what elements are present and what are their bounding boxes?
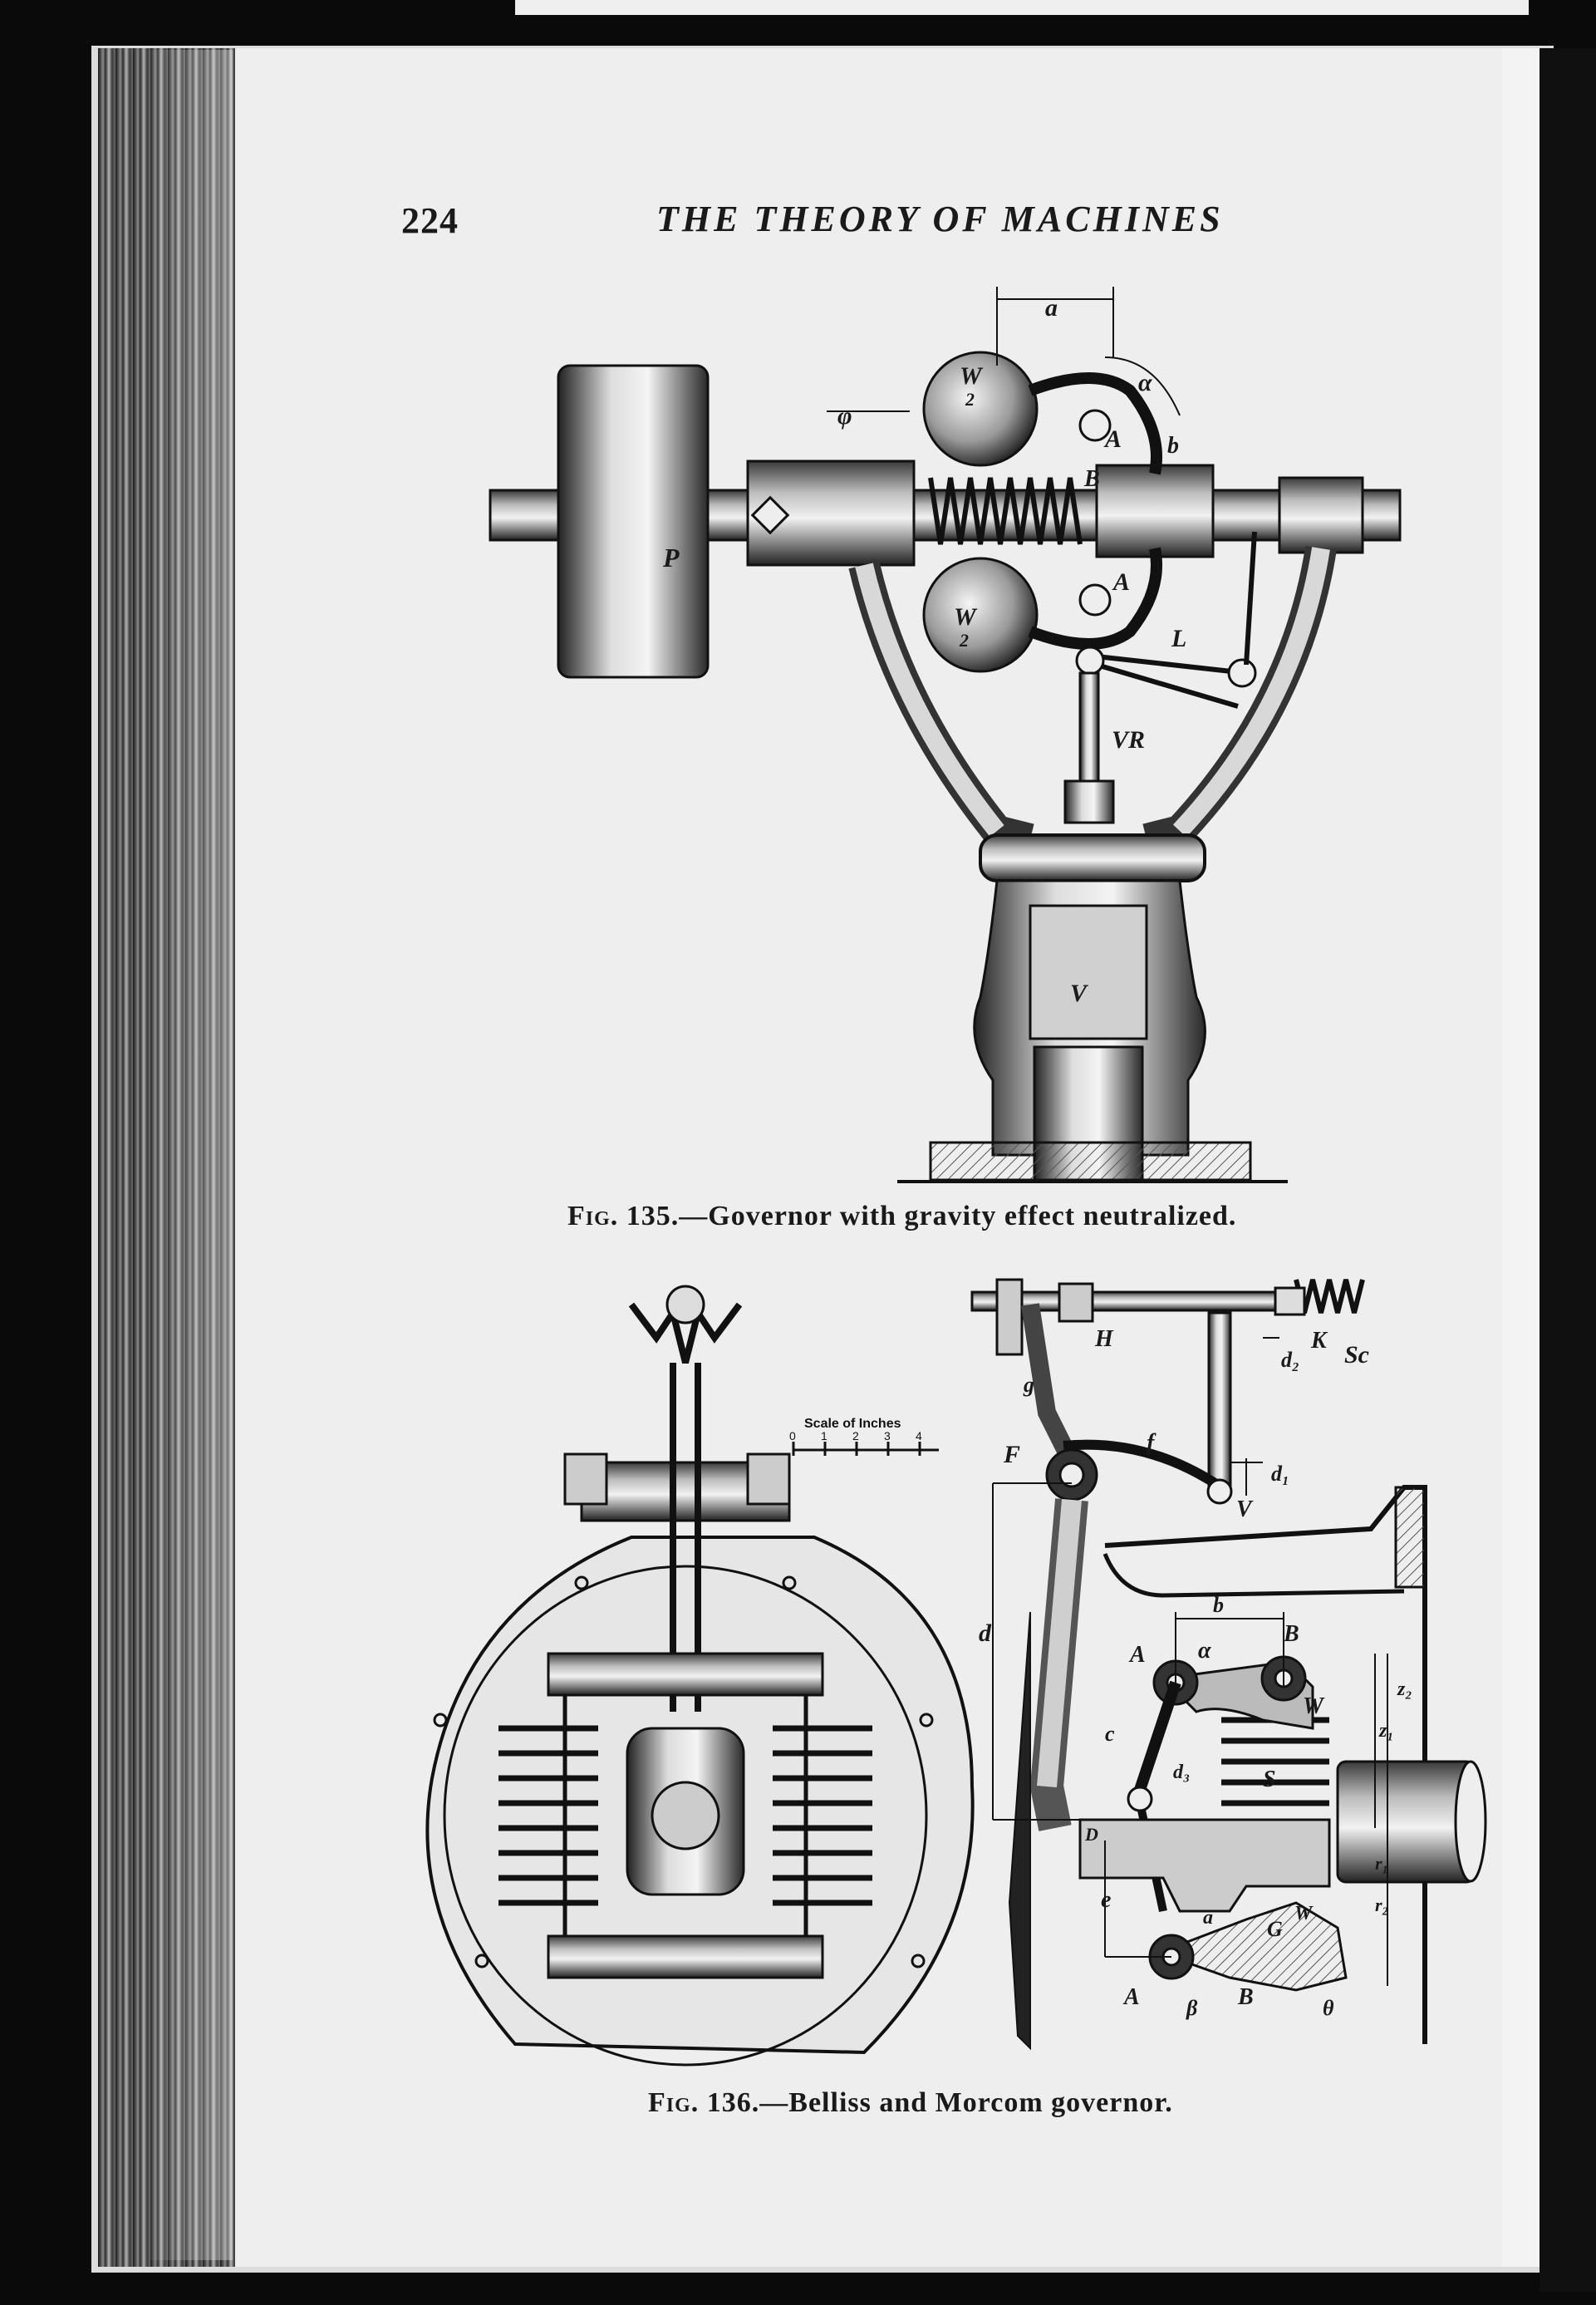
svg-text:a: a [1045,294,1058,322]
svg-text:H: H [1094,1326,1114,1352]
svg-text:A: A [1128,1642,1146,1668]
page-fore-edge [1502,48,1540,2267]
svg-text:1: 1 [821,1429,827,1442]
figure-135-caption: Fig. 135.—Governor with gravity effect n… [567,1201,1237,1231]
svg-text:d₃: d₃ [1173,1762,1190,1783]
svg-text:F: F [1003,1441,1020,1468]
svg-text:L: L [1171,625,1186,652]
svg-text:V: V [1236,1497,1254,1522]
figure-136-labels: H K Sc d₂ g F f d₁ V d b A α B W c d₃ S … [979,1326,1412,2020]
spring-coil [928,477,1083,545]
spring-left [498,1725,598,1906]
svg-text:W: W [1303,1693,1325,1719]
svg-text:α: α [1198,1638,1211,1664]
scale-ticks: 0 1 2 3 4 [789,1429,922,1442]
svg-text:B: B [1283,1621,1299,1647]
svg-text:2: 2 [852,1429,859,1442]
valve-rod [1078,671,1100,799]
svg-text:2: 2 [965,389,975,410]
svg-text:P: P [662,543,680,573]
svg-text:S: S [1263,1767,1276,1792]
figure-135-governor: a α φ b A B A W 2 W 2 P L VR V [489,287,1402,1183]
svg-text:W: W [960,362,984,390]
svg-text:β: β [1186,1996,1198,2020]
svg-text:z₂: z₂ [1397,1678,1412,1700]
scan-border-top [515,0,1529,15]
svg-text:r₂: r₂ [1375,1895,1388,1915]
svg-text:z₁: z₁ [1378,1720,1394,1742]
svg-text:2: 2 [959,630,969,651]
pulley-p [557,364,710,679]
svg-text:g: g [1023,1373,1034,1397]
svg-text:d₂: d₂ [1281,1348,1299,1372]
ball-weight-lower [922,557,1039,673]
svg-text:D: D [1084,1824,1098,1845]
svg-text:A: A [1112,568,1130,596]
figure-136-end-view [425,1285,975,2067]
figure-136-caption: Fig. 136.—Belliss and Morcom governor. [648,2087,1173,2118]
svg-text:V: V [1070,980,1089,1007]
svg-text:B: B [1083,466,1100,492]
svg-text:W: W [1294,1903,1314,1924]
svg-text:3: 3 [884,1429,891,1442]
book-spine-highlight [150,50,233,2260]
svg-text:K: K [1310,1328,1328,1354]
svg-text:e: e [1101,1887,1111,1913]
svg-text:0: 0 [789,1429,796,1442]
running-title: THE THEORY OF MACHINES [656,199,1224,239]
figure-136-side-view [970,1278,1487,2051]
svg-text:b: b [1167,433,1179,459]
svg-text:r₁: r₁ [1375,1853,1388,1874]
spring-right [773,1725,872,1906]
svg-text:α: α [1138,369,1152,396]
svg-text:Sc: Sc [1344,1341,1369,1369]
svg-text:d₁: d₁ [1271,1462,1289,1486]
svg-text:c: c [1105,1722,1115,1746]
page-number: 224 [401,200,459,241]
scale-of-inches-title: Scale of Inches [804,1417,901,1431]
svg-text:W: W [954,603,978,631]
scan-border-right [1540,48,1596,2292]
svg-text:A: A [1122,1984,1140,2010]
svg-text:VR: VR [1112,726,1145,754]
svg-text:G: G [1267,1917,1283,1941]
svg-text:b: b [1213,1593,1224,1617]
svg-text:4: 4 [916,1429,922,1442]
svg-text:φ: φ [837,402,852,430]
svg-text:θ: θ [1323,1996,1334,2020]
book-spine-edge [98,48,235,2267]
ball-weight-upper [922,351,1039,467]
svg-text:d: d [979,1619,992,1647]
svg-text:f: f [1147,1430,1156,1456]
svg-text:a: a [1203,1907,1213,1929]
svg-text:B: B [1237,1984,1254,2010]
svg-text:A: A [1103,425,1122,453]
